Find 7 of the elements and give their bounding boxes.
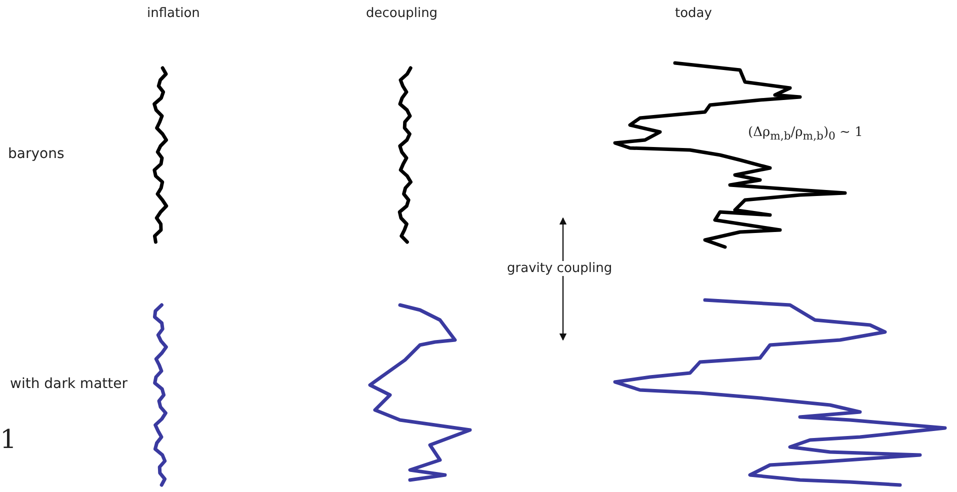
row-label: baryons (8, 146, 64, 162)
formula: (Δρ$_{m,b}$/ρ$_{m,b}$)$_{0}$ ~ 1 (748, 125, 863, 143)
margin-number: 1 (0, 425, 17, 455)
column-heading: inflation (147, 6, 200, 21)
column-heading: today (675, 6, 712, 21)
column-heading: decoupling (366, 6, 438, 21)
row-label: with dark matter (10, 376, 128, 392)
